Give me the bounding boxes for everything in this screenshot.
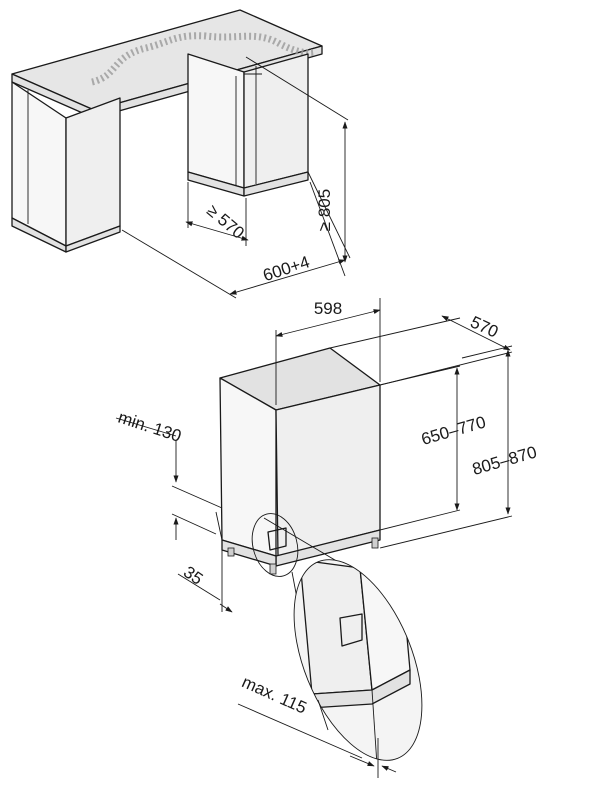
dishwasher-depth-dim-line [441, 315, 511, 351]
niche-depth-label: ≥ 570 [203, 201, 248, 243]
left-base-cabinet [11, 81, 121, 253]
plinth-depth-label: 35 [180, 562, 206, 588]
plinth-min-label: min. 130 [116, 408, 184, 446]
foot-front [269, 563, 277, 575]
door-gap-max-label: max. 115 [239, 672, 309, 717]
foot-right [371, 537, 379, 549]
total-height-label: 805–870 [470, 442, 539, 479]
niche-depth-dim-line [185, 221, 249, 241]
dishwasher-side [219, 377, 277, 557]
kitchen-niche-illustration: ≥ 805 ≥ 570 600+4 [11, 9, 351, 299]
dishwasher-depth-label: 570 [467, 312, 501, 341]
dishwasher-door [275, 384, 381, 557]
niche-width-label: 600+4 [261, 252, 312, 285]
niche-width-dim-line [229, 259, 346, 295]
door-height-label: 650–770 [419, 412, 488, 449]
dishwasher-illustration: 598 570 650–770 805–870 min. 130 35 [116, 298, 539, 779]
dishwasher-width-label: 598 [314, 299, 342, 318]
worktop-cutout-outline [91, 32, 317, 86]
foot-left [227, 547, 235, 557]
door-detail-lens [280, 541, 440, 779]
dishwasher-width-dim-line [275, 309, 381, 337]
detail-circle-small [251, 513, 299, 577]
right-base-cabinet [187, 53, 309, 197]
niche-height-label: ≥ 805 [315, 189, 334, 231]
